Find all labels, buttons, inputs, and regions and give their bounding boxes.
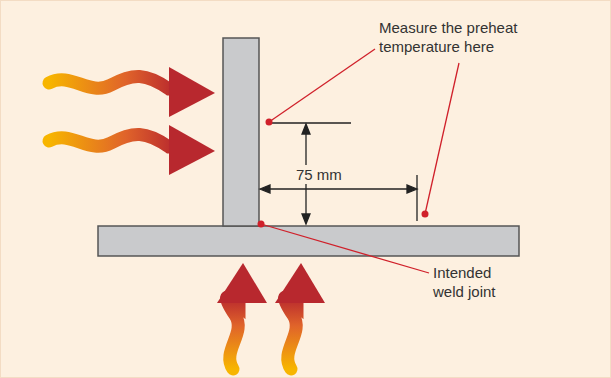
measurement-dots	[258, 119, 429, 228]
vertical-plate	[223, 38, 259, 226]
heat-arrow	[275, 263, 325, 369]
heat-arrow	[49, 125, 215, 175]
dimension-lines	[260, 123, 417, 224]
heat-arrow	[217, 263, 267, 369]
note-label: Intended weld joint	[433, 263, 523, 301]
leader-lines	[261, 49, 459, 273]
heat-arrow	[49, 67, 215, 117]
dimension-label: 75 mm	[294, 165, 344, 184]
base-plate	[98, 226, 519, 256]
note-label: Measure the preheat temperature here	[379, 18, 579, 56]
